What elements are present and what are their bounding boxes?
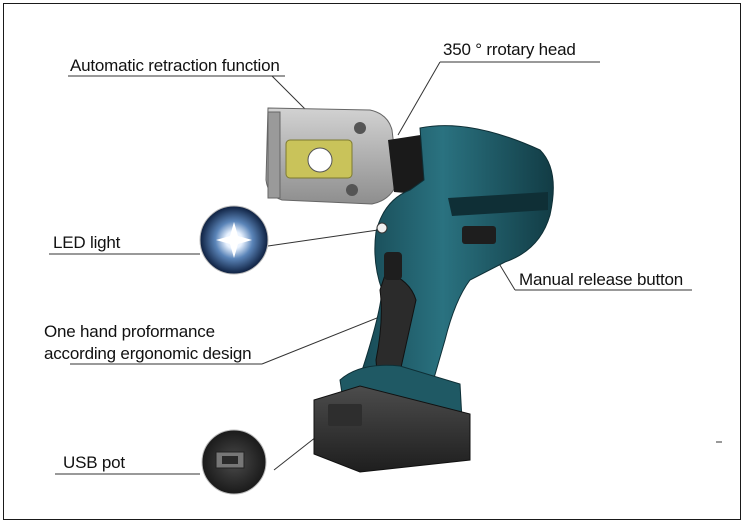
label-manual-release: Manual release button — [519, 270, 684, 289]
crimping-head — [265, 107, 440, 205]
label-ergonomic-2: according ergonomic design — [44, 344, 252, 363]
battery-pack — [313, 364, 471, 473]
label-rotary-head: 350 ° rrotary head — [443, 40, 576, 59]
label-ergonomic-1: One hand proformance — [44, 322, 215, 341]
usb-inset — [201, 429, 267, 495]
led-inset — [199, 205, 269, 275]
tool-body — [351, 125, 554, 401]
label-usb: USB pot — [63, 453, 125, 472]
label-retraction: Automatic retraction function — [70, 56, 280, 75]
image-border — [3, 3, 741, 520]
label-led: LED light — [53, 233, 121, 252]
